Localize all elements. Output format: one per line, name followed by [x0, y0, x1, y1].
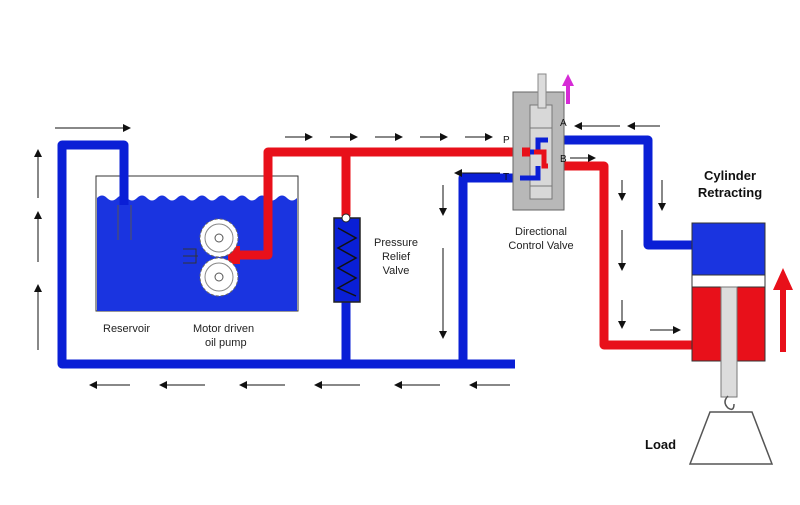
motion-arrows	[562, 74, 793, 352]
return-line-main	[57, 140, 515, 369]
cylinder-title-line2: Retracting	[697, 185, 763, 200]
hydraulic-cylinder	[691, 222, 766, 398]
port-a-label: A	[560, 118, 567, 129]
pump-pressure-line	[238, 147, 522, 260]
pump-label-line2: oil pump	[205, 337, 247, 349]
piston	[691, 274, 766, 288]
relief-label-line2: Relief	[381, 251, 411, 263]
gear-pump	[183, 218, 240, 297]
tank-return-line	[458, 173, 520, 369]
flow-arrows	[34, 122, 681, 389]
pressure-relief-valve	[333, 213, 361, 303]
dcv-label-line1: Directional	[515, 226, 567, 238]
load-label: Load	[645, 437, 677, 452]
valve-stem	[537, 73, 547, 109]
load-hook	[724, 395, 735, 411]
relief-label-line3: Valve	[382, 265, 410, 277]
reservoir-oil	[97, 195, 297, 311]
cylinder-b-line	[548, 161, 700, 350]
port-b-label: B	[560, 154, 567, 165]
upper-gear	[199, 218, 239, 258]
dcv-label-line2: Control Valve	[508, 240, 574, 252]
load-weight	[688, 395, 774, 465]
cylinder-title-line1: Cylinder	[703, 168, 756, 183]
reservoir-tank	[95, 175, 299, 312]
port-t-label: T	[503, 172, 510, 183]
pump-label-line1: Motor driven	[193, 323, 255, 335]
valve-motion-arrow	[562, 74, 574, 104]
directional-control-valve	[512, 73, 565, 211]
suction-pipe	[117, 205, 132, 240]
lower-gear	[199, 257, 239, 297]
reservoir-label: Reservoir	[103, 323, 151, 335]
cylinder-a-line	[548, 135, 700, 250]
cylinder-motion-arrow	[773, 268, 793, 352]
pressure-lines	[238, 147, 700, 350]
piston-rod	[720, 286, 738, 398]
port-p-label: P	[503, 135, 510, 146]
relief-label-line1: Pressure	[373, 237, 419, 249]
